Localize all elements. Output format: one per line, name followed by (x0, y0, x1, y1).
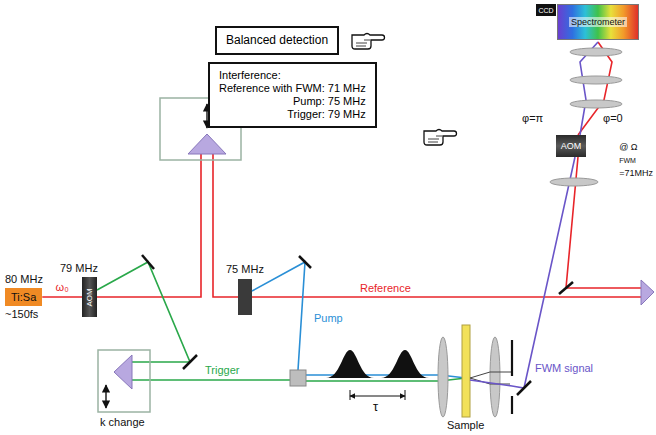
delay-path (97, 150, 238, 297)
sample (462, 325, 470, 417)
node-text: AOM (561, 141, 582, 151)
node-text: Balanced detection (226, 33, 328, 48)
interference-box: Interference:Reference with FWM: 71 MHzP… (208, 62, 377, 128)
aperture (511, 340, 513, 376)
beam-splitter-cube (290, 370, 306, 386)
mirror (183, 355, 197, 369)
phase-label: φ=0 (603, 112, 623, 125)
aom-75 (238, 279, 252, 315)
reference-beam (97, 42, 641, 297)
pulse (326, 350, 374, 378)
node-subtext: ~150fs (5, 308, 42, 321)
beam-connector (42, 296, 82, 298)
pointing-hand (352, 34, 385, 50)
k-change-stage (98, 350, 150, 412)
frequency-label: 79 MHz (60, 262, 98, 275)
beam-label: Pump (314, 312, 343, 325)
fwm-beam (470, 42, 598, 388)
node-text: Interference: (219, 69, 366, 82)
frequency-label: 80 MHz (5, 273, 43, 286)
laser-source: Ti:Sa ~150fs (5, 288, 42, 321)
stage-label: k change (100, 416, 145, 429)
pump-beam (252, 262, 466, 378)
node-subtext: Pump: 75 MHz (219, 95, 366, 108)
pulse (381, 350, 429, 378)
trigger-out (97, 262, 190, 362)
lens (570, 48, 622, 56)
pump-path (252, 262, 305, 370)
node-subtext: Reference with FWM: 71 MHz (219, 82, 366, 95)
reference-line (252, 296, 641, 298)
spectrometer-box: Spectrometer (557, 4, 639, 40)
beam-label: Reference (360, 282, 411, 295)
trigger-return (130, 379, 290, 381)
frequency-label: =71MHz (619, 167, 653, 180)
sample-label: Sample (447, 419, 484, 432)
tick (350, 390, 351, 400)
mirror (299, 256, 311, 268)
aom-box: AOM (556, 135, 586, 157)
node-text: CCD (538, 7, 553, 14)
lens (570, 100, 622, 108)
lens (490, 337, 500, 417)
retro-prism (188, 134, 226, 154)
aperture (511, 396, 513, 414)
phase-label: φ=π (522, 112, 543, 125)
frequency-label: 75 MHz (226, 263, 264, 276)
mirror (142, 255, 154, 269)
retro-prism (641, 280, 654, 305)
node-text: AOM (85, 288, 94, 306)
trigger-beam (97, 262, 466, 381)
mirror (559, 282, 573, 294)
node-text: Ti:Sa (5, 288, 42, 306)
ccd-box: CCD (536, 4, 556, 16)
beam-label: ω₀ (56, 281, 69, 294)
node-text: Spectrometer (569, 17, 627, 27)
frequency-label: @ Ω (619, 141, 653, 154)
tick (405, 390, 406, 400)
translation-arrow (105, 385, 106, 408)
mirror (517, 381, 531, 395)
lens (570, 76, 622, 84)
aom-box: AOM (82, 277, 97, 317)
beam-label: FWM signal (535, 362, 593, 375)
lens (550, 178, 598, 186)
beam-label: Trigger (205, 364, 239, 377)
lens (438, 337, 448, 417)
prism (114, 355, 132, 389)
delay-arrow (350, 396, 405, 397)
node-subtext: Trigger: 79 MHz (219, 108, 366, 121)
detection-box: Balanced detection (215, 26, 339, 55)
aom-frequency-label: @ ΩFWM=71MHz (619, 141, 653, 180)
frequency-label: FWM (619, 154, 653, 167)
pointing-hand (424, 130, 457, 146)
delay-label: τ (373, 400, 378, 413)
